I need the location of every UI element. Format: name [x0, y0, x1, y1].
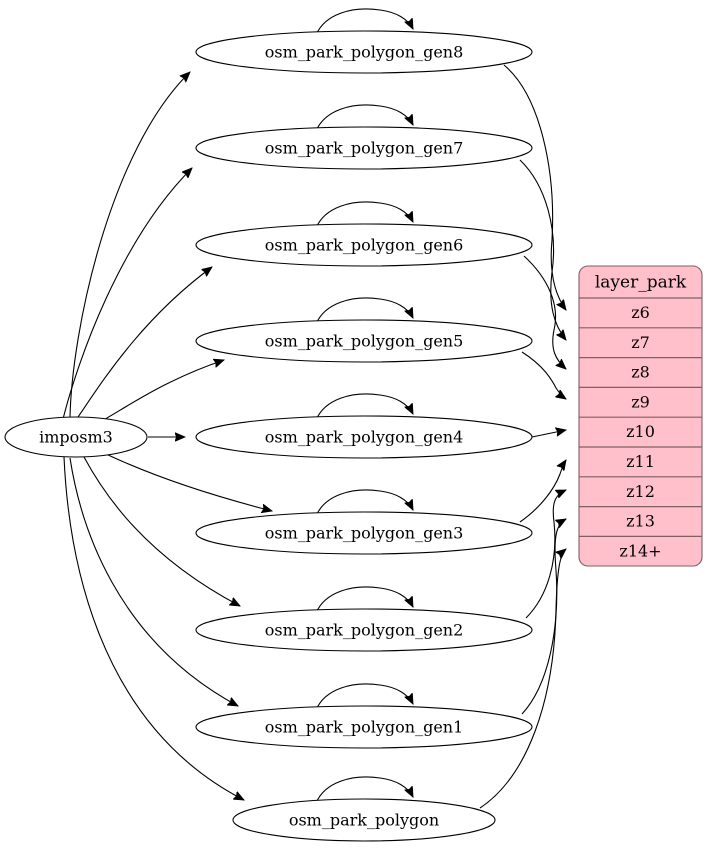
node-label-gen3: osm_park_polygon_gen3	[265, 524, 464, 543]
edge-gen8-to-z6	[503, 64, 566, 310]
node-gen4[interactable]: osm_park_polygon_gen4	[195, 415, 533, 459]
edge-gen3-to-z11	[519, 460, 566, 523]
edge-gen5-to-z9	[521, 351, 566, 399]
node-label-imposm3: imposm3	[39, 428, 113, 447]
node-label-gen1: osm_park_polygon_gen1	[265, 718, 464, 737]
node-gen2[interactable]: osm_park_polygon_gen2	[195, 608, 533, 652]
self-loop-group	[315, 8, 414, 804]
edge-imposm3-to-base	[63, 456, 244, 801]
table-row-z11[interactable]: z11	[626, 452, 655, 471]
table-row-z12[interactable]: z12	[626, 482, 655, 501]
edge-gen1-to-z13	[521, 519, 566, 715]
edge-gen6-to-z8	[523, 255, 566, 369]
node-ellipse-gen5[interactable]	[195, 319, 533, 363]
table-row-z13[interactable]: z13	[626, 512, 655, 531]
node-imposm3[interactable]: imposm3	[4, 416, 148, 458]
node-ellipse-gen2[interactable]	[195, 608, 533, 652]
node-base[interactable]: osm_park_polygon	[232, 798, 496, 842]
table-row-z10[interactable]: z10	[626, 422, 655, 441]
table-row-z9[interactable]: z9	[631, 392, 650, 411]
node-label-base: osm_park_polygon	[289, 811, 439, 830]
edge-base-to-z14	[479, 549, 566, 809]
node-ellipse-gen4[interactable]	[195, 415, 533, 459]
node-ellipse-gen6[interactable]	[195, 223, 533, 267]
edge-imposm3-to-gen2	[83, 456, 240, 606]
node-gen1[interactable]: osm_park_polygon_gen1	[195, 705, 533, 749]
edge-imposm3-to-gen3	[105, 453, 272, 511]
node-label-gen6: osm_park_polygon_gen6	[265, 236, 464, 255]
self-loop-gen7	[315, 104, 414, 132]
node-gen3[interactable]: osm_park_polygon_gen3	[195, 511, 533, 555]
node-label-gen7: osm_park_polygon_gen7	[265, 139, 464, 158]
edge-gen2-to-z12	[525, 489, 566, 619]
self-loop-gen5	[315, 297, 414, 325]
node-gen5[interactable]: osm_park_polygon_gen5	[195, 319, 533, 363]
process-nodes: osm_park_polygon_gen8 osm_park_polygon_g…	[195, 30, 533, 842]
node-gen8[interactable]: osm_park_polygon_gen8	[195, 30, 533, 74]
node-label-gen5: osm_park_polygon_gen5	[265, 332, 464, 351]
table-background	[578, 265, 703, 567]
node-ellipse-gen1[interactable]	[195, 705, 533, 749]
node-label-gen8: osm_park_polygon_gen8	[265, 43, 464, 62]
edge-gen4-to-z10	[531, 430, 566, 438]
table-row-z7[interactable]: z7	[631, 333, 650, 352]
table-row-z14plus[interactable]: z14+	[619, 541, 661, 560]
table-row-z6[interactable]: z6	[631, 303, 650, 322]
table-row-z8[interactable]: z8	[631, 363, 650, 382]
edge-group-nodes-to-table	[479, 64, 566, 809]
self-loop-gen1	[315, 683, 414, 711]
edge-group-source-to-nodes	[62, 72, 272, 801]
self-loop-gen3	[315, 489, 414, 517]
node-gen6[interactable]: osm_park_polygon_gen6	[195, 223, 533, 267]
node-ellipse-gen3[interactable]	[195, 511, 533, 555]
layer-park-table[interactable]: layer_park z6 z7 z8 z9 z10 z11 z12 z13 z…	[578, 265, 703, 567]
table-header-label: layer_park	[595, 273, 687, 293]
self-loop-gen8	[315, 8, 414, 36]
edge-imposm3-to-gen1	[69, 457, 238, 706]
edge-imposm3-to-gen7	[62, 168, 192, 420]
node-label-gen4: osm_park_polygon_gen4	[265, 428, 464, 447]
self-loop-gen2	[315, 586, 414, 614]
node-ellipse-gen8[interactable]	[195, 30, 533, 74]
node-ellipse-base[interactable]	[232, 798, 496, 842]
edge-imposm3-to-gen5	[99, 360, 224, 423]
node-ellipse-gen7[interactable]	[195, 126, 533, 170]
edge-imposm3-to-gen6	[77, 267, 212, 418]
node-ellipse-imposm3[interactable]	[4, 416, 148, 458]
node-label-gen2: osm_park_polygon_gen2	[265, 621, 464, 640]
edge-imposm3-to-gen8	[69, 72, 190, 418]
self-loop-gen4	[315, 393, 414, 421]
self-loop-gen6	[315, 201, 414, 229]
self-loop-base	[315, 776, 414, 804]
node-gen7[interactable]: osm_park_polygon_gen7	[195, 126, 533, 170]
